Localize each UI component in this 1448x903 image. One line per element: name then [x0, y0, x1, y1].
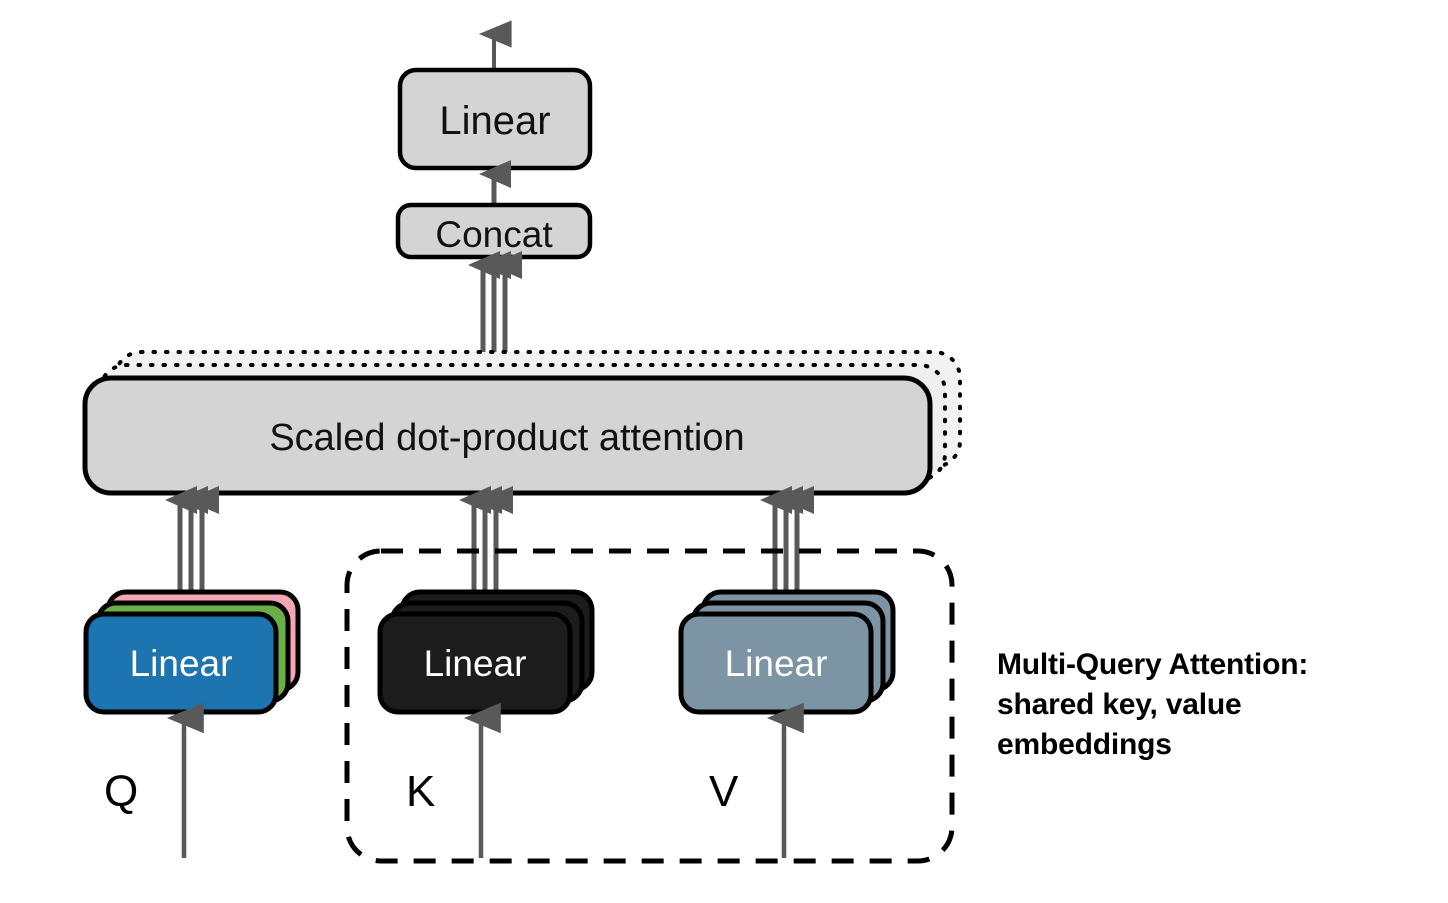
value-input-label: V [709, 767, 739, 816]
query-input-label: Q [104, 767, 138, 816]
annotation-line-1: Multi-Query Attention: [997, 648, 1309, 681]
key-linear-node[interactable]: Linear [377, 589, 595, 715]
attention-node[interactable]: Scaled dot-product attention [82, 350, 962, 496]
query-linear-node[interactable]: Linear [83, 589, 301, 715]
value-linear-label: Linear [725, 643, 828, 684]
multi-query-annotation: Multi-Query Attention: shared key, value… [997, 645, 1308, 766]
output-linear-label: Linear [439, 99, 550, 143]
value-linear-node[interactable]: Linear [678, 589, 896, 715]
query-linear-label: Linear [130, 643, 233, 684]
annotation-line-2: shared key, value [997, 688, 1242, 722]
annotation-line-3: embeddings [997, 728, 1172, 762]
key-input-label: K [406, 767, 435, 816]
key-linear-label: Linear [424, 643, 527, 684]
shared-kv-dashed-border [344, 548, 955, 864]
concat-label: Concat [435, 214, 553, 255]
shared-kv-group [344, 548, 955, 864]
attention-label: Scaled dot-product attention [269, 417, 744, 459]
concat-node[interactable]: Concat [395, 202, 593, 260]
output-linear-node[interactable]: Linear [397, 67, 593, 171]
